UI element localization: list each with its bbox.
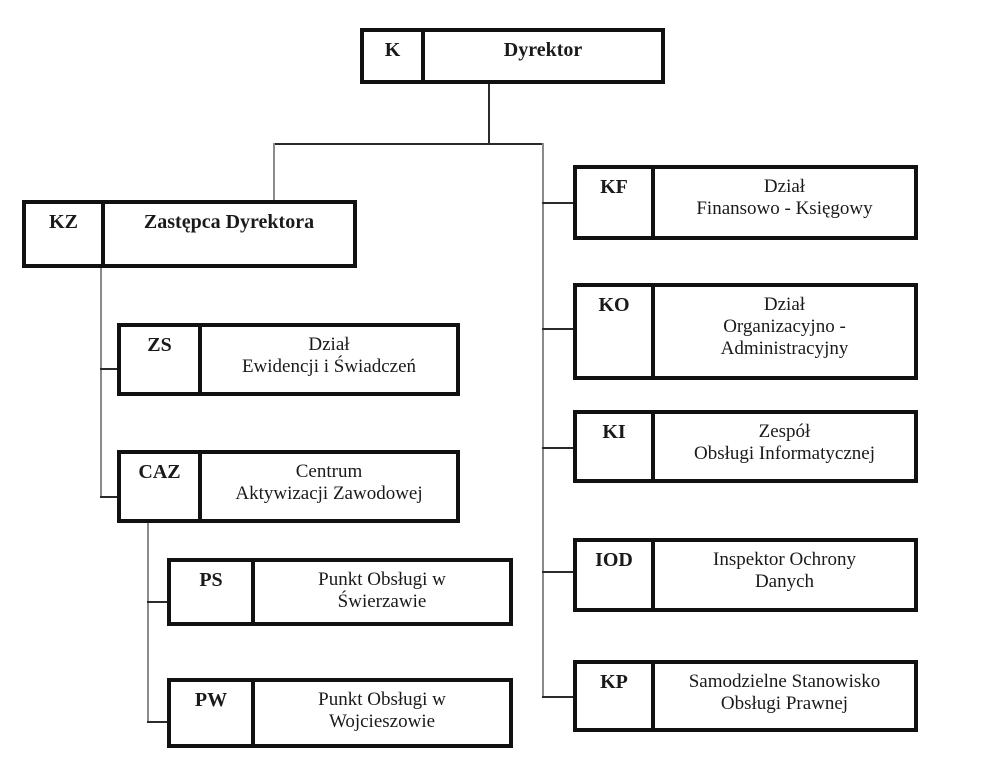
connector-stub-kf xyxy=(542,202,573,204)
connector-top-horizontal xyxy=(273,143,544,145)
connector-stub-ps xyxy=(147,601,167,603)
org-node-k-label: Dyrektor xyxy=(503,39,583,61)
connector-caz-branch-vertical xyxy=(147,523,149,723)
org-node-kp-label: Samodzielne Stanowisko Obsługi Prawnej xyxy=(688,671,881,714)
org-node-kf-code: KF xyxy=(577,169,655,236)
connector-stub-caz xyxy=(100,496,117,498)
connector-kz-drop xyxy=(273,143,275,200)
org-node-pw-code: PW xyxy=(171,682,255,744)
org-node-ps-code: PS xyxy=(171,562,255,622)
connector-stub-zs xyxy=(100,368,117,370)
org-node-ko-code: KO xyxy=(577,287,655,376)
connector-right-trunk xyxy=(542,143,544,697)
org-node-iod-code: IOD xyxy=(577,542,655,608)
org-node-kp-code: KP xyxy=(577,664,655,728)
org-node-caz-label: Centrum Aktywizacji Zawodowej xyxy=(235,461,423,504)
org-node-ko: KO Dział Organizacyjno - Administracyjny xyxy=(573,283,918,380)
org-node-zs: ZS Dział Ewidencji i Świadczeń xyxy=(117,323,460,396)
org-node-ko-label: Dział Organizacyjno - Administracyjny xyxy=(720,294,849,359)
connector-stub-pw xyxy=(147,721,167,723)
org-node-ps-label: Punkt Obsługi w Świerzawie xyxy=(318,569,446,612)
org-node-kz-label: Zastępca Dyrektora xyxy=(143,211,315,233)
connector-stub-ki xyxy=(542,447,573,449)
org-node-zs-label: Dział Ewidencji i Świadczeń xyxy=(241,334,417,377)
org-node-ps: PS Punkt Obsługi w Świerzawie xyxy=(167,558,513,626)
org-node-iod-label: Inspektor Ochrony Danych xyxy=(713,549,856,592)
org-node-zs-code: ZS xyxy=(121,327,202,392)
org-node-k: K Dyrektor xyxy=(360,28,665,84)
org-node-pw: PW Punkt Obsługi w Wojcieszowie xyxy=(167,678,513,748)
connector-stub-kp xyxy=(542,696,573,698)
org-node-ki-label: Zespół Obsługi Informatycznej xyxy=(694,421,875,464)
org-node-caz-code: CAZ xyxy=(121,454,202,519)
org-node-kf: KF Dział Finansowo - Księgowy xyxy=(573,165,918,240)
connector-kz-branch-vertical xyxy=(100,268,102,498)
org-node-kz-code: KZ xyxy=(26,204,105,264)
org-node-iod: IOD Inspektor Ochrony Danych xyxy=(573,538,918,612)
org-node-kp: KP Samodzielne Stanowisko Obsługi Prawne… xyxy=(573,660,918,732)
org-node-kf-label: Dział Finansowo - Księgowy xyxy=(696,176,873,219)
org-node-ki-code: KI xyxy=(577,414,655,479)
org-node-pw-label: Punkt Obsługi w Wojcieszowie xyxy=(318,689,446,732)
org-node-kz: KZ Zastępca Dyrektora xyxy=(22,200,357,268)
connector-dyrektor-drop xyxy=(488,84,490,143)
org-node-k-code: K xyxy=(364,32,425,80)
connector-stub-iod xyxy=(542,571,573,573)
org-node-caz: CAZ Centrum Aktywizacji Zawodowej xyxy=(117,450,460,523)
org-node-ki: KI Zespół Obsługi Informatycznej xyxy=(573,410,918,483)
connector-stub-ko xyxy=(542,328,573,330)
